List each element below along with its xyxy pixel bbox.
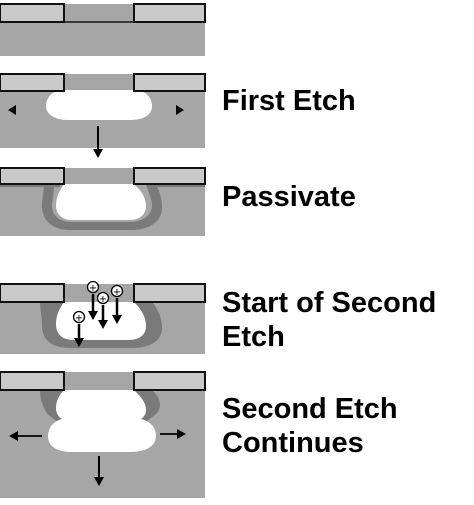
ion-4: +	[72, 310, 86, 347]
mask-left	[0, 167, 65, 185]
ion-1: +	[86, 280, 100, 320]
cavity	[56, 184, 146, 220]
mask-left	[0, 283, 65, 303]
mask-right	[133, 167, 206, 185]
mask-left	[0, 73, 65, 92]
cavity-upper	[56, 390, 146, 422]
mask-left	[0, 3, 65, 23]
lateral-etch-arrow-right-head	[177, 429, 186, 439]
mask-right	[133, 371, 206, 391]
cavity-lower	[48, 418, 156, 452]
passivation-layer	[42, 184, 162, 230]
step-passivate	[0, 167, 206, 236]
label-second-etch-continues-line1: Second Etch	[222, 393, 398, 425]
step-initial	[0, 3, 206, 56]
step-second-etch-continues	[0, 371, 206, 498]
label-second-etch-continues-line2: Continues	[222, 427, 364, 459]
lateral-etch-arrow-left	[8, 105, 16, 115]
vertical-etch-arrow-head	[94, 477, 104, 486]
ion-3: +	[110, 284, 124, 324]
mask-right	[133, 73, 206, 92]
label-second-etch-start-line2: Etch	[222, 321, 285, 353]
mask-right	[133, 3, 206, 23]
step-first-etch	[0, 73, 206, 158]
ion-symbol: +	[113, 287, 121, 298]
step-second-etch-start: + + + +	[0, 280, 206, 354]
ion-symbol: +	[75, 313, 83, 324]
cavity	[46, 90, 152, 120]
ion-symbol: +	[99, 294, 107, 305]
mask-right	[133, 283, 206, 303]
label-second-etch-start-line1: Start of Second	[222, 287, 437, 319]
mask-left	[0, 371, 65, 391]
ion-symbol: +	[89, 283, 97, 294]
lateral-etch-arrow-right	[176, 105, 184, 115]
label-first-etch: First Etch	[222, 85, 356, 117]
ion-2: +	[96, 291, 110, 329]
label-passivate: Passivate	[222, 181, 356, 213]
vertical-etch-arrow-head	[93, 149, 103, 158]
lateral-etch-arrow-left-head	[9, 431, 18, 441]
